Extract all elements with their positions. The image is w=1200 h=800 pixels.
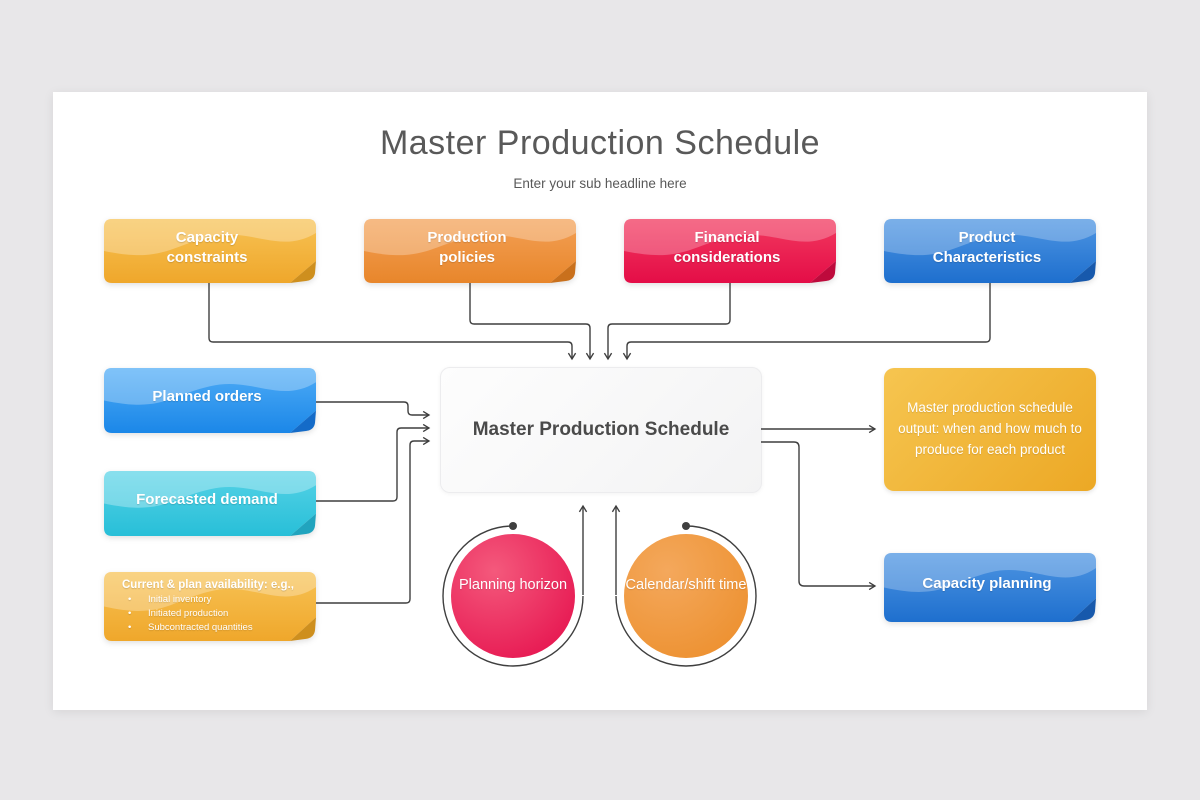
node-product-characteristics: Product Characteristics [884, 219, 1096, 283]
node-label: Master Production Schedule [472, 419, 730, 440]
bullet-item: Initial inventory [122, 593, 296, 607]
availability-heading: Current & plan availability: e.g., [122, 579, 294, 591]
node-label-calendar-shift-time: Calendar/shift time [625, 577, 747, 593]
bullet-item: Subcontracted quantities [122, 621, 296, 635]
node-label: Financial considerations [673, 228, 781, 266]
node-planned-orders: Planned orders [104, 368, 316, 433]
page-subtitle: Enter your sub headline here [513, 176, 687, 191]
node-label: Capacity constraints [166, 228, 248, 266]
page-title: Master Production Schedule [379, 124, 821, 162]
node-content: Current & plan availability: e.g., Initi… [122, 579, 296, 635]
node-label: Product Characteristics [932, 228, 1042, 266]
node-label: Forecasted demand [136, 491, 278, 509]
node-label: Production policies [427, 228, 507, 266]
node-label-planning-horizon: Planning horizon [458, 577, 568, 593]
node-mps-output: Master production schedule output: when … [884, 368, 1096, 491]
availability-bullet-list: Initial inventory Initiated production S… [122, 593, 296, 634]
node-label: Capacity planning [922, 575, 1052, 593]
node-forecasted-demand: Forecasted demand [104, 471, 316, 536]
node-master-production-schedule: Master Production Schedule [440, 367, 762, 493]
node-current-plan-availability: Current & plan availability: e.g., Initi… [104, 572, 316, 641]
node-capacity-constraints: Capacity constraints [104, 219, 316, 283]
bullet-item: Initiated production [122, 607, 296, 621]
node-financial-considerations: Financial considerations [624, 219, 836, 283]
node-production-policies: Production policies [364, 219, 576, 283]
node-label: Master production schedule output: when … [898, 400, 1082, 457]
node-label: Planned orders [152, 388, 262, 406]
node-capacity-planning: Capacity planning [884, 553, 1096, 622]
